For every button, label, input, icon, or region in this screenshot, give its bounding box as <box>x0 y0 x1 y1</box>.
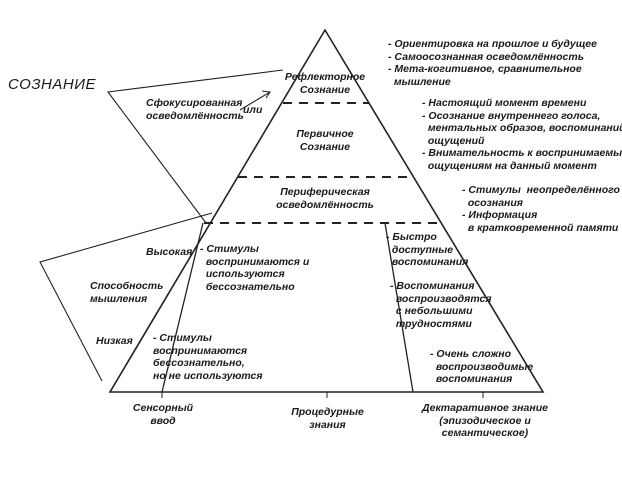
arrow-line <box>239 91 271 111</box>
thinking-low-label: Низкая <box>96 335 133 347</box>
note-peripheral: - Стимулы неопределённого осознания - Ин… <box>462 184 620 234</box>
level-peripheral-label: Периферическая осведомлённость <box>276 186 374 211</box>
consciousness-bracket <box>106 69 284 224</box>
base-declarative-label: Дектаративное знание (эпизодическое и се… <box>422 402 548 439</box>
level-reflective-label: Рефлекторное Сознание <box>284 71 366 96</box>
note-primary: - Настоящий момент времени - Осознание в… <box>422 97 622 172</box>
arrow-head-icon <box>261 90 271 99</box>
note-stimuli-unused: - Стимулы воспринимаются бессознательно,… <box>153 332 263 382</box>
thinking-ability-label: Способность мышления <box>90 280 164 305</box>
divider-sensory-procedural <box>161 222 204 393</box>
note-quick-access: - Быстро доступные воспоминания <box>386 231 469 268</box>
level-primary-label: Первичное Сознание <box>296 128 354 153</box>
note-hard-to-recall: - Очень сложно воспроизводимые воспомина… <box>430 348 534 385</box>
or-label: или <box>243 104 263 116</box>
base-sensory-label: Сенсорный ввод <box>132 402 194 427</box>
focused-awareness-label: Сфокусированная осведомлённость <box>146 97 244 122</box>
thinking-high-label: Высокая <box>146 246 193 258</box>
base-procedural-label: Процедурные знания <box>291 406 364 431</box>
note-with-difficulty: - Воспоминания воспроизводятся с небольш… <box>390 280 492 330</box>
divider-procedural-declarative <box>384 222 414 393</box>
thinking-bracket <box>39 212 213 382</box>
diagram-title: СОЗНАНИЕ <box>8 76 96 93</box>
note-reflective: - Ориентировка на прошлое и будущее - Са… <box>388 38 597 88</box>
note-stimuli-unconscious: - Стимулы воспринимаются и используются … <box>200 243 310 293</box>
